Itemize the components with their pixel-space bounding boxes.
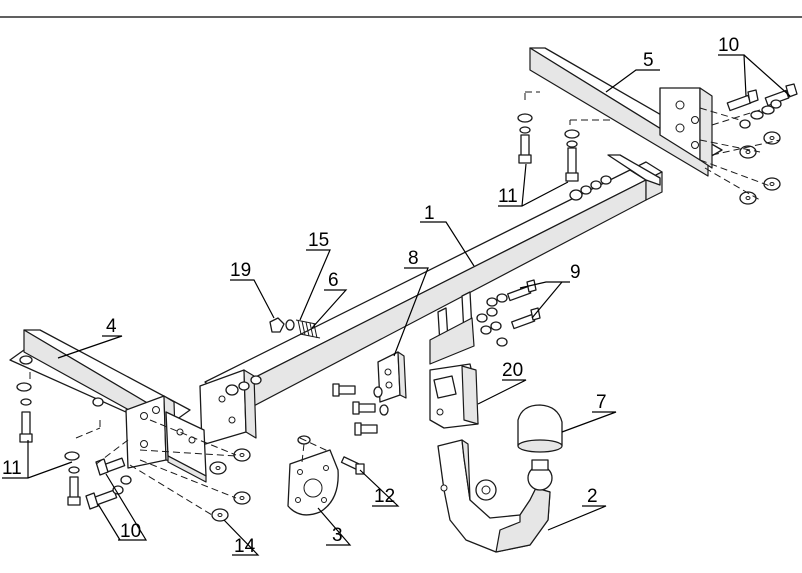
- left-side-bracket: [9, 329, 207, 483]
- hitch-mount-plates: [377, 291, 475, 403]
- callout-7: 7: [596, 392, 607, 413]
- hitch-plate-bolts: [332, 383, 389, 436]
- callout-8: 8: [408, 248, 419, 269]
- callout-6: 6: [328, 270, 339, 291]
- callout-5: 5: [643, 50, 654, 71]
- callout-12: 12: [374, 486, 395, 507]
- callout-11-top: 11: [498, 186, 518, 207]
- ball-cover: [517, 404, 563, 453]
- callout-9: 9: [570, 262, 581, 283]
- bolts-9: [476, 279, 541, 347]
- spring-assembly: [269, 317, 321, 339]
- callout-10-top: 10: [718, 35, 739, 56]
- leader-lines: [2, 54, 791, 556]
- callout-20: 20: [502, 360, 523, 381]
- right-bracket-fasteners: [517, 83, 798, 205]
- callout-15: 15: [308, 230, 329, 251]
- right-side-bracket: [529, 47, 723, 177]
- mount-block: [429, 363, 479, 429]
- callout-labels: 1 2 3 4 5 6 7 8 9 10 10 11 11 12 14 15 1…: [2, 35, 739, 557]
- crossbar-end-fasteners: [225, 175, 612, 396]
- callout-1: 1: [424, 203, 435, 224]
- tow-ball-neck: [437, 439, 553, 553]
- socket-plate: [287, 435, 365, 516]
- left-bracket-fasteners: [16, 372, 251, 522]
- callout-11-bottom: 11: [2, 458, 22, 479]
- callout-2: 2: [587, 486, 598, 507]
- callout-14: 14: [234, 536, 256, 557]
- callout-3: 3: [332, 525, 343, 546]
- callout-19: 19: [230, 260, 251, 281]
- callout-4: 4: [106, 316, 117, 337]
- callout-10-bottom: 10: [120, 521, 141, 542]
